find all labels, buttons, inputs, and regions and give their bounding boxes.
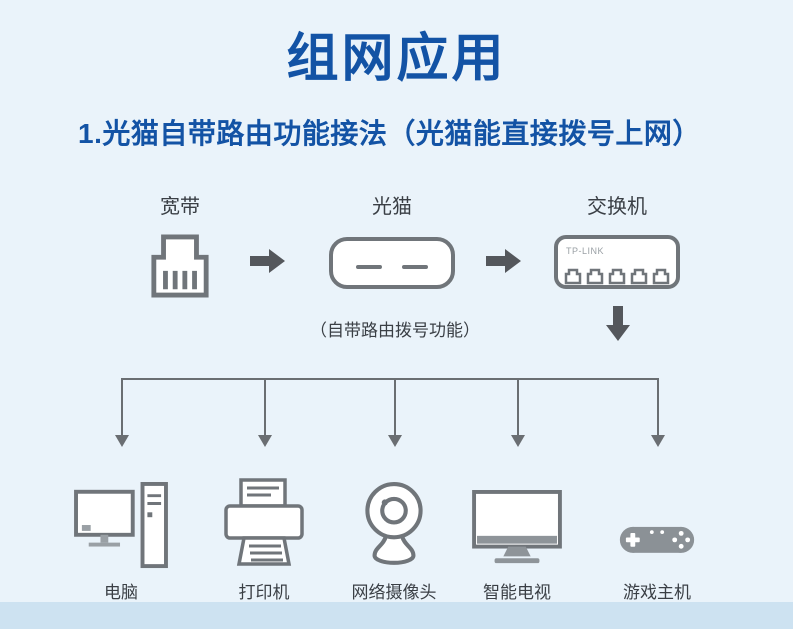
device-smart-tv: 智能电视 <box>451 466 583 603</box>
branch-line <box>517 378 519 435</box>
arrow-down-icon <box>604 306 632 342</box>
page-title: 组网应用 <box>286 30 507 88</box>
branch-arrowhead-icon <box>511 435 525 447</box>
printer-icon <box>224 478 304 566</box>
switch-icon: TP-LINK <box>554 235 680 289</box>
node-switch-label: 交换机 <box>587 196 647 218</box>
desktop-computer-icon <box>74 482 168 569</box>
branch-line <box>657 378 659 435</box>
branch-arrowhead-icon <box>651 435 665 447</box>
device-label: 智能电视 <box>483 583 551 602</box>
branch-horizontal-line <box>121 378 659 380</box>
game-controller-icon <box>619 526 695 553</box>
switch-brand-label: TP-LINK <box>566 246 604 256</box>
device-label: 网络摄像头 <box>351 583 437 602</box>
device-label: 游戏主机 <box>623 583 691 602</box>
device-game-console: 游戏主机 <box>591 466 723 603</box>
footer-band <box>0 602 793 629</box>
device-label: 打印机 <box>238 583 290 602</box>
device-printer: 打印机 <box>198 466 330 603</box>
node-modem: 光猫 <box>320 190 464 293</box>
node-broadband-label: 宽带 <box>160 196 200 218</box>
modem-note: （自带路由拨号功能） <box>310 321 480 340</box>
branch-line <box>264 378 266 435</box>
node-switch: 交换机 TP-LINK <box>548 190 686 291</box>
webcam-icon <box>365 482 423 565</box>
modem-icon <box>329 237 455 289</box>
branch-arrowhead-icon <box>115 435 129 447</box>
device-label: 电脑 <box>104 583 138 602</box>
node-broadband: 宽带 <box>138 190 222 301</box>
branch-arrowhead-icon <box>258 435 272 447</box>
device-webcam: 网络摄像头 <box>328 466 460 603</box>
ethernet-port-icon <box>151 234 209 298</box>
arrow-right-icon <box>486 247 522 275</box>
branch-line <box>394 378 396 435</box>
section-heading: 1.光猫自带路由功能接法（光猫能直接拨号上网） <box>78 118 701 149</box>
branch-arrowhead-icon <box>388 435 402 447</box>
branch-line <box>121 378 123 435</box>
node-modem-label: 光猫 <box>372 196 412 218</box>
arrow-right-icon <box>250 247 286 275</box>
device-computer: 电脑 <box>55 466 187 603</box>
smart-tv-icon <box>472 490 562 564</box>
